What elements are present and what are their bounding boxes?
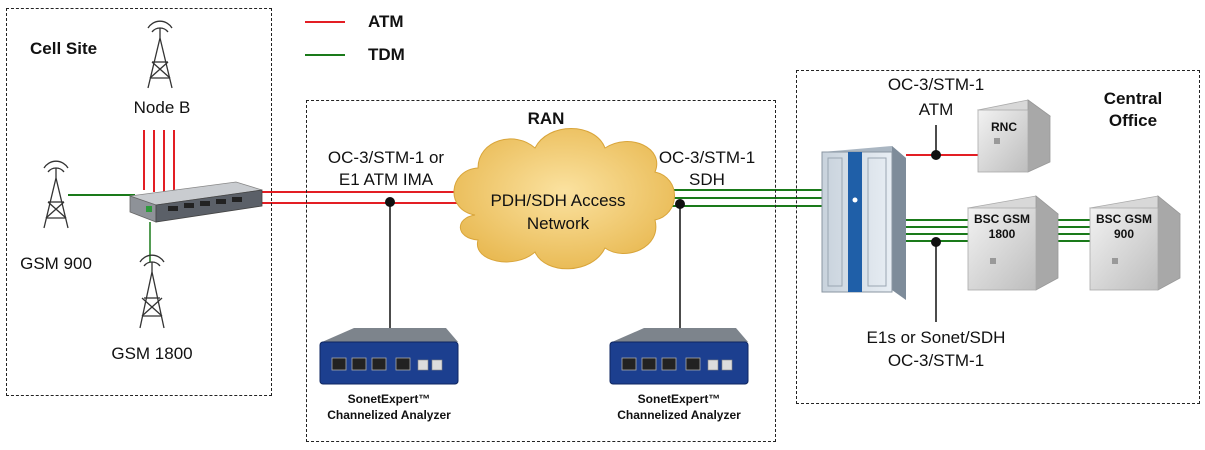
cell-site-title: Cell Site bbox=[30, 39, 98, 58]
legend-atm-label: ATM bbox=[368, 12, 404, 31]
cloud-shape bbox=[453, 128, 675, 270]
switch-rack bbox=[821, 146, 906, 300]
co-top-label-2: ATM bbox=[918, 100, 954, 119]
bsc900-label-2: 900 bbox=[1113, 227, 1135, 241]
co-bottom-label-2: OC-3/STM-1 bbox=[887, 351, 985, 370]
right-probe-dot bbox=[675, 199, 685, 209]
gsm900-label: GSM 900 bbox=[20, 254, 92, 273]
right-link-label-1: OC-3/STM-1 bbox=[658, 148, 756, 167]
central-office-region bbox=[796, 70, 1200, 404]
cloud-label-2: Network bbox=[526, 214, 590, 233]
bsc1800-server bbox=[967, 195, 1059, 291]
right-analyzer bbox=[609, 328, 749, 385]
central-office-title: Central Office bbox=[1103, 89, 1163, 130]
gsm1800-label: GSM 1800 bbox=[111, 344, 193, 363]
left-probe-dot bbox=[385, 197, 395, 207]
node-b-label: Node B bbox=[133, 98, 191, 117]
ran-title: RAN bbox=[527, 109, 565, 128]
co-bottom-label-1: E1s or Sonet/SDH bbox=[866, 328, 1006, 347]
bsc900-label-1: BSC GSM bbox=[1095, 212, 1152, 226]
co-top-label-1: OC-3/STM-1 bbox=[887, 75, 985, 94]
rnc-server bbox=[977, 99, 1051, 173]
bsc900-server bbox=[1089, 195, 1181, 291]
bsc1800-label-1: BSC GSM bbox=[973, 212, 1030, 226]
bsc1800-label-2: 1800 bbox=[988, 227, 1016, 241]
tower-gsm900 bbox=[43, 160, 69, 229]
left-analyzer-label-2: Channelized Analyzer bbox=[327, 408, 451, 422]
tower-node-b bbox=[147, 20, 173, 89]
cloud-label-1: PDH/SDH Access bbox=[490, 191, 626, 210]
tower-gsm1800 bbox=[139, 254, 165, 329]
nodeb-links bbox=[143, 130, 175, 194]
left-analyzer-label-1: SonetExpert™ bbox=[347, 392, 431, 406]
right-analyzer-label-1: SonetExpert™ bbox=[637, 392, 721, 406]
right-analyzer-label-2: Channelized Analyzer bbox=[617, 408, 741, 422]
cell-site-region bbox=[6, 8, 272, 396]
left-link-label-1: OC-3/STM-1 or bbox=[327, 148, 445, 167]
legend-tdm-label: TDM bbox=[368, 45, 405, 64]
rnc-label: RNC bbox=[991, 120, 1017, 134]
left-analyzer bbox=[319, 328, 459, 385]
left-link-label-2: E1 ATM IMA bbox=[338, 170, 434, 189]
ran-region bbox=[306, 100, 776, 442]
bsc1800-links bbox=[906, 219, 975, 242]
right-link-label-2: SDH bbox=[689, 170, 725, 189]
cell-site-router bbox=[129, 181, 263, 223]
